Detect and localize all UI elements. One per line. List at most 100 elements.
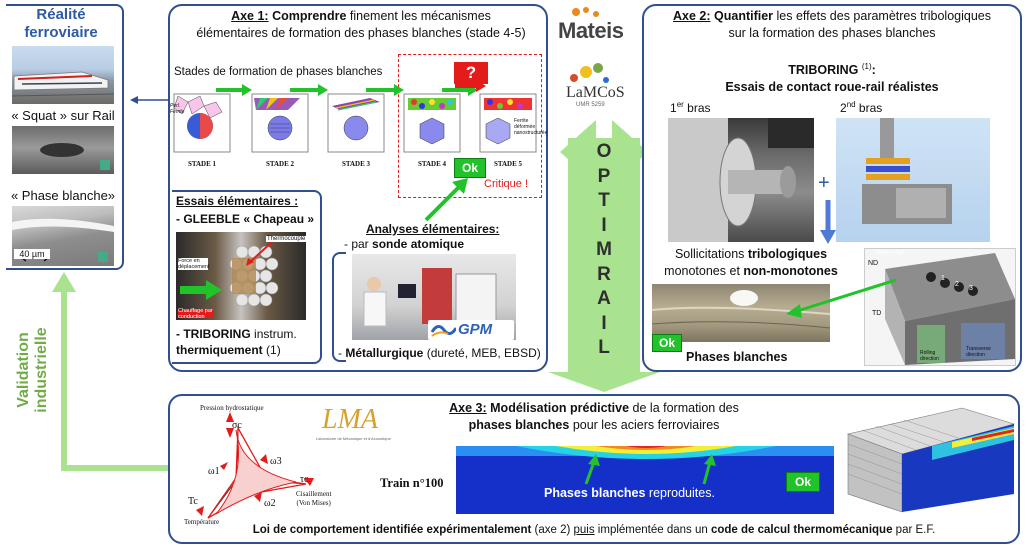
axe2-heading-rest: les effets des paramètres tribologiques (773, 9, 991, 23)
lamcos-logo-text: LaMCoS (566, 84, 625, 101)
thermocouple-label: Thermocouple (266, 236, 307, 242)
pression-label: Pression hydrostatique (200, 404, 264, 412)
axe1-heading-bold: Comprendre (268, 9, 347, 23)
metallurgique-bold: Métallurgique (345, 346, 424, 360)
nd-label: ND (868, 260, 879, 267)
triboring-title-colon: : (871, 63, 876, 78)
axe3-heading-line2-bold: phases blanches (468, 418, 570, 432)
axe1-heading-line1: Axe 1: Comprendre finement les mécanisme… (176, 8, 546, 25)
axe1-ok-badge: Ok (454, 158, 486, 178)
bras2-machine (862, 118, 990, 224)
cisaillement-text: Cisaillement (296, 490, 332, 498)
bras2-sup: nd (846, 100, 856, 109)
axe1-heading: Axe 1: Comprendre finement les mécanisme… (176, 8, 546, 42)
bras1-num: 1 (670, 101, 677, 115)
mateis-logo-dots (572, 7, 599, 17)
optimrail-letter-5: R (597, 263, 611, 285)
thermiquement-rest: (1) (262, 343, 281, 357)
stage-arrows (216, 84, 478, 96)
stades-title: Stades de formation de phases blanches (174, 66, 383, 78)
von-mises-text: (Von Mises) (296, 499, 331, 507)
critique-box (398, 54, 542, 198)
reproduites-bold: Phases blanches (544, 486, 646, 500)
triboring-rest: instrum. (250, 327, 297, 341)
bras2-num: 2 (840, 101, 847, 115)
mateis-logo-text: Mateis (558, 18, 624, 43)
reproduites-rest: reproduites. (645, 486, 715, 500)
essais-bracket (172, 190, 322, 364)
axe2-heading: Axe 2: Quantifier les effets des paramèt… (646, 8, 1018, 42)
metallurgique-text: - Métallurgique (dureté, MEB, EBSD) (338, 346, 541, 360)
stage1-inner: Perl. Ferrite (170, 103, 185, 115)
squat-defect (40, 143, 110, 170)
train-photo (12, 46, 114, 104)
optimrail-letter-4: M (596, 239, 612, 260)
squat-photo (12, 126, 114, 174)
gpm-logo-text: GPM (458, 321, 493, 338)
rail-sample (864, 248, 1016, 366)
axe3-heading-bold: Modélisation prédictive (486, 401, 630, 415)
axe3-heading: Axe 3: Modélisation prédictive de la for… (414, 400, 774, 434)
axe3-heading-line2-rest: pour les aciers ferroviaires (569, 418, 720, 432)
analyses-bracket (332, 252, 346, 362)
analyses-title: Analyses élémentaires: (366, 222, 500, 236)
phase-label: « Phase blanche» (10, 188, 116, 203)
sample-number-1: 1 (941, 275, 945, 282)
axe3-heading-rest: de la formation des (629, 401, 739, 415)
sollicitations-line2: monotones et non-monotones (648, 263, 854, 280)
loi-text: Loi de comportement identifiée expérimen… (176, 524, 1012, 536)
gpm-logo: GPM (428, 320, 514, 340)
rolling-label: Rolling direction (920, 350, 939, 362)
lab-scene (363, 268, 497, 327)
phase-blanche-photo (12, 206, 114, 266)
axe3-heading-prefix: Axe 3: (449, 401, 487, 415)
triboring-instrum-line1: - TRIBORING instrum. (176, 326, 326, 342)
left-title-line1: Réalité (36, 6, 86, 23)
lma-logo-text: LMA (322, 404, 378, 435)
triboring-bold: TRIBORING (183, 327, 251, 341)
optimrail-letter-0: O (596, 141, 612, 162)
stage5-box (479, 93, 537, 153)
stage4-box (403, 93, 461, 153)
loi-bold2: code de calcul thermomécanique (710, 524, 893, 536)
lamcos-logo: LaMCoS UMR 5259 (556, 60, 636, 112)
monotones-mid: et (726, 264, 744, 278)
micrograph-texture (652, 290, 830, 329)
optimrail-letter-6: A (597, 288, 611, 309)
red-arrow (455, 80, 486, 92)
triboring-dash: - (176, 327, 180, 341)
fe-mesh-shape (846, 407, 1016, 513)
axe1-heading-rest: finement les mécanismes (346, 9, 491, 23)
rail-sample-shape (885, 253, 1015, 365)
down-arrow (820, 200, 836, 244)
loi-puis: puis (573, 524, 595, 536)
triboring-instrum: - TRIBORING instrum. thermiquement (1) (176, 326, 326, 358)
loi-end: par E.F. (892, 524, 936, 536)
axe2-heading-bold: Quantifier (710, 9, 774, 23)
inner-edge-label: inner edge (876, 250, 905, 256)
stage3-label: STADE 3 (341, 160, 371, 168)
stage3-box (327, 93, 385, 153)
bras1-label: 1er bras (670, 100, 711, 115)
tc-label: Tc (188, 496, 198, 507)
left-title-line2: ferroviaire (24, 24, 98, 41)
axe2-ok-badge: Ok (652, 334, 682, 352)
bras1-machine (668, 118, 814, 242)
gleeble-label: - GLEEBLE « Chapeau » (176, 212, 315, 226)
omega1-label: ω1 (208, 466, 220, 477)
cisaillement-label: Cisaillement (Von Mises) (296, 490, 331, 508)
plus-sign: + (818, 172, 830, 194)
bras1-photo (668, 118, 814, 242)
td-label: TD (872, 310, 882, 317)
reproduites-text: Phases blanches reproduites. (544, 486, 715, 500)
thermiquement-bold: thermiquement (176, 343, 263, 357)
analyses-sonde-bold: sonde atomique (372, 237, 465, 251)
axe1-heading-prefix: Axe 1: (231, 9, 269, 23)
gleeble-photo (176, 232, 306, 320)
ternary-diagram (196, 412, 314, 519)
question-badge: ? (454, 62, 488, 84)
optimrail-text: O P T I M R A I L (590, 140, 618, 361)
metallurgique-dash: - (338, 346, 346, 360)
squat-label: « Squat » sur Rail (11, 108, 115, 123)
